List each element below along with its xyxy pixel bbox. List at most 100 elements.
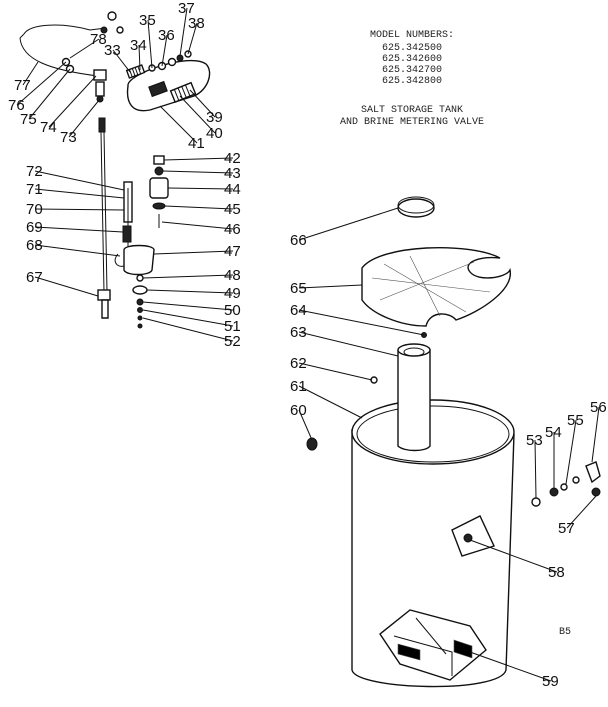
leader-68 xyxy=(34,244,121,257)
callout-56: 56 xyxy=(590,399,607,416)
leader-56 xyxy=(591,406,600,463)
leader-55 xyxy=(565,419,577,485)
leader-71 xyxy=(34,188,125,199)
leader-40 xyxy=(179,95,216,134)
leader-37 xyxy=(179,7,188,57)
leader-76 xyxy=(16,61,67,106)
fitting-top-3 xyxy=(100,26,108,34)
fitting-top-2 xyxy=(116,26,124,34)
callout-65: 65 xyxy=(290,280,307,297)
leader-36 xyxy=(161,34,168,67)
callout-63: 63 xyxy=(290,324,307,341)
leader-51 xyxy=(142,309,234,327)
leader-39 xyxy=(189,89,216,118)
callout-37: 37 xyxy=(178,0,195,17)
model-number-2: 625.342600 xyxy=(382,54,442,65)
callout-60: 60 xyxy=(290,402,307,419)
leader-47 xyxy=(153,250,234,255)
leader-45 xyxy=(164,205,234,210)
callout-36: 36 xyxy=(158,27,175,44)
leader-58 xyxy=(469,539,558,573)
leader-46 xyxy=(161,221,234,230)
callout-52: 52 xyxy=(224,333,241,350)
callout-73: 73 xyxy=(60,129,77,146)
leader-44 xyxy=(167,187,234,190)
leader-78 xyxy=(69,38,100,59)
callout-68: 68 xyxy=(26,237,43,254)
callout-74: 74 xyxy=(40,119,57,136)
leader-48 xyxy=(142,274,234,279)
leader-65 xyxy=(298,284,363,289)
callout-76: 76 xyxy=(8,97,25,114)
leader-62 xyxy=(298,362,373,381)
grommet-60 xyxy=(306,437,318,451)
leader-lines xyxy=(16,7,600,682)
callout-43: 43 xyxy=(224,165,241,182)
float-valve-stack xyxy=(114,155,169,329)
leader-41 xyxy=(159,105,198,144)
model-number-3: 625.342700 xyxy=(382,65,442,76)
leader-61 xyxy=(298,385,363,419)
callout-57: 57 xyxy=(558,520,575,537)
brine-metering-valve-body xyxy=(125,50,211,112)
callout-78: 78 xyxy=(90,31,107,48)
leader-59 xyxy=(469,651,552,682)
callout-35: 35 xyxy=(139,12,156,29)
leader-49 xyxy=(146,289,234,294)
leader-67 xyxy=(34,276,99,297)
callout-44: 44 xyxy=(224,181,241,198)
leader-75 xyxy=(28,68,71,120)
salt-lid-cap xyxy=(397,196,435,218)
callout-75: 75 xyxy=(20,111,37,128)
callout-61: 61 xyxy=(290,378,307,395)
callout-55: 55 xyxy=(567,412,584,429)
callout-34: 34 xyxy=(130,37,147,54)
callout-41: 41 xyxy=(188,135,205,152)
leader-63 xyxy=(298,331,399,357)
leader-77 xyxy=(22,61,39,86)
leader-70 xyxy=(34,208,125,211)
leader-33 xyxy=(112,49,131,73)
callout-62: 62 xyxy=(290,355,307,372)
callout-58: 58 xyxy=(548,564,565,581)
callout-53: 53 xyxy=(526,432,543,449)
callout-40: 40 xyxy=(206,125,223,142)
model-number-4: 625.342800 xyxy=(382,76,442,87)
leader-38 xyxy=(187,22,198,55)
leader-34 xyxy=(138,44,141,71)
model-number-1: 625.342500 xyxy=(382,43,442,54)
callout-72: 72 xyxy=(26,163,43,180)
callout-67: 67 xyxy=(26,269,43,286)
leader-72 xyxy=(34,170,125,191)
callout-48: 48 xyxy=(224,267,241,284)
callout-71: 71 xyxy=(26,181,43,198)
callout-46: 46 xyxy=(224,221,241,238)
callout-33: 33 xyxy=(104,42,121,59)
leader-42 xyxy=(163,157,234,161)
callout-69: 69 xyxy=(26,219,43,236)
model-numbers-title: MODEL NUMBERS: xyxy=(370,30,454,41)
leader-43 xyxy=(162,170,234,174)
callout-38: 38 xyxy=(188,15,205,32)
callout-77: 77 xyxy=(14,77,31,94)
leader-64 xyxy=(298,309,425,336)
callout-49: 49 xyxy=(224,285,241,302)
diagram-subtitle-line2: AND BRINE METERING VALVE xyxy=(340,117,484,128)
leader-52 xyxy=(142,317,234,342)
salt-storage-tank xyxy=(351,343,515,688)
callout-50: 50 xyxy=(224,302,241,319)
salt-plate xyxy=(361,247,511,327)
callout-70: 70 xyxy=(26,201,43,218)
callout-51: 51 xyxy=(224,318,241,335)
callout-59: 59 xyxy=(542,673,559,690)
callout-42: 42 xyxy=(224,150,241,167)
page-code: B5 xyxy=(559,627,571,638)
leader-66 xyxy=(298,207,399,241)
leader-73 xyxy=(68,98,101,138)
callout-64: 64 xyxy=(290,302,307,319)
fitting-top-1 xyxy=(107,11,117,21)
callout-45: 45 xyxy=(224,201,241,218)
leader-50 xyxy=(142,301,234,311)
